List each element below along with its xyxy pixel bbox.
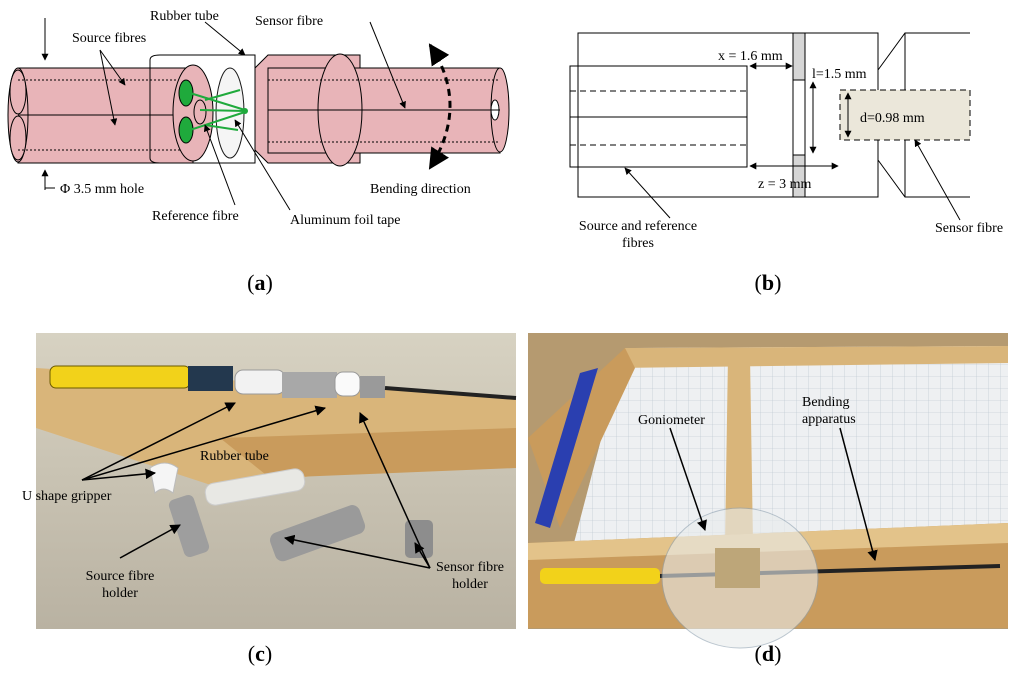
label-goniometer: Goniometer [638,413,705,428]
fibre-end-faces [178,79,248,144]
label-rubber-tube-c: Rubber tube [200,449,269,464]
panel-c-photo: U shape gripper Rubber tube Source fibre… [22,333,517,666]
label-u-shape-gripper: U shape gripper [22,489,112,504]
panel-a-pointers [41,18,406,211]
caption-d: (d) [755,641,782,666]
dim-x: x = 1.6 mm [718,49,783,64]
caption-a: (a) [247,270,273,295]
panel-d-photo: Goniometer Bending apparatus (d) [528,333,1008,666]
panel-b-diagram: x = 1.6 mm l=1.5 mm d=0.98 mm z = 3 mm S… [569,32,1003,295]
dim-d: d=0.98 mm [860,111,925,126]
caption-b: (b) [755,270,782,295]
label-source-fibres: Source fibres [72,31,146,46]
label-source-reference-1: Source and reference [579,219,697,234]
dim-z: z = 3 mm [758,177,811,192]
label-sensor-holder-2: holder [452,577,488,592]
label-aluminum-foil-tape: Aluminum foil tape [290,213,400,228]
label-sensor-holder-1: Sensor fibre [436,560,504,575]
label-rubber-tube: Rubber tube [150,9,219,24]
sensor-fibre-tube [254,53,510,167]
label-hole: Φ 3.5 mm hole [60,182,144,197]
label-source-reference-2: fibres [622,236,654,251]
label-bending-1: Bending [802,395,849,410]
label-sensor-fibre: Sensor fibre [255,14,323,29]
label-reference-fibre: Reference fibre [152,209,239,224]
sensor-fibre-box [839,89,971,141]
label-bending-2: apparatus [802,412,856,427]
label-source-holder-1: Source fibre [86,569,155,584]
dim-l: l=1.5 mm [812,67,867,82]
label-source-holder-2: holder [102,586,138,601]
panel-a-diagram: Source fibres Rubber tube Sensor fibre Φ… [7,9,510,295]
bending-direction-arrow [428,43,452,170]
label-bending-direction: Bending direction [370,182,471,197]
source-fibre-bundle [7,67,194,164]
label-sensor-fibre-b: Sensor fibre [935,221,1003,236]
caption-c: (c) [248,641,272,666]
